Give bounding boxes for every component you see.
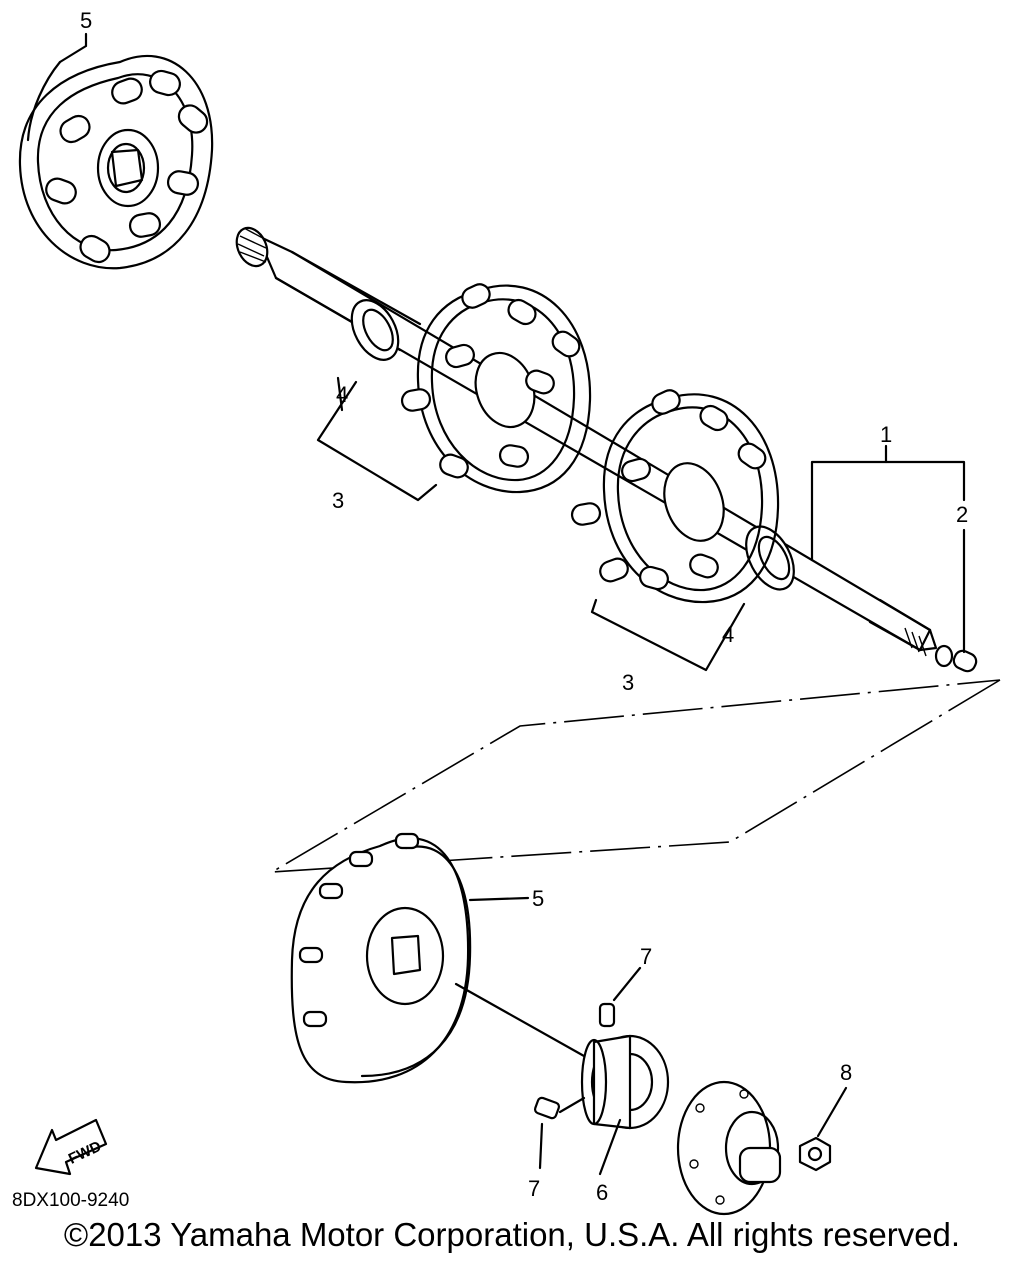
shaft-end-cap <box>934 644 978 673</box>
fwd-arrow-icon: FWD <box>34 1118 108 1176</box>
copyright-notice: ©2013 Yamaha Motor Corporation, U.S.A. A… <box>63 1216 961 1253</box>
sprocket-wheel-middle <box>400 283 592 494</box>
callout-1: 1 <box>880 422 892 447</box>
sprocket-wheel-right <box>570 389 780 604</box>
callout-3-left: 3 <box>332 488 344 513</box>
callout-2: 2 <box>956 502 968 527</box>
callout-5-bottom: 5 <box>532 886 544 911</box>
bearing-housing <box>580 1034 670 1130</box>
callout-5-top: 5 <box>80 8 92 33</box>
sprocket-drum-bottom <box>290 832 586 1084</box>
callout-7-bottom: 7 <box>528 1176 540 1201</box>
callout-7-top: 7 <box>640 944 652 969</box>
callout-3-right: 3 <box>622 670 634 695</box>
callout-4-right: 4 <box>722 622 734 647</box>
leader-lines-top <box>316 380 966 672</box>
bearing-left <box>350 299 400 361</box>
callout-8: 8 <box>840 1060 852 1085</box>
callout-6: 6 <box>596 1180 608 1205</box>
connector-dashed-line <box>271 679 1001 873</box>
flange-nut <box>798 1136 832 1172</box>
hub-flange <box>676 1080 782 1216</box>
diagram-code: 8DX100-9240 <box>12 1190 129 1211</box>
callout-4-left: 4 <box>336 382 348 407</box>
set-screw-top <box>598 1002 616 1028</box>
sprocket-wheel-top <box>18 54 214 270</box>
set-screw-bottom <box>533 1096 561 1120</box>
